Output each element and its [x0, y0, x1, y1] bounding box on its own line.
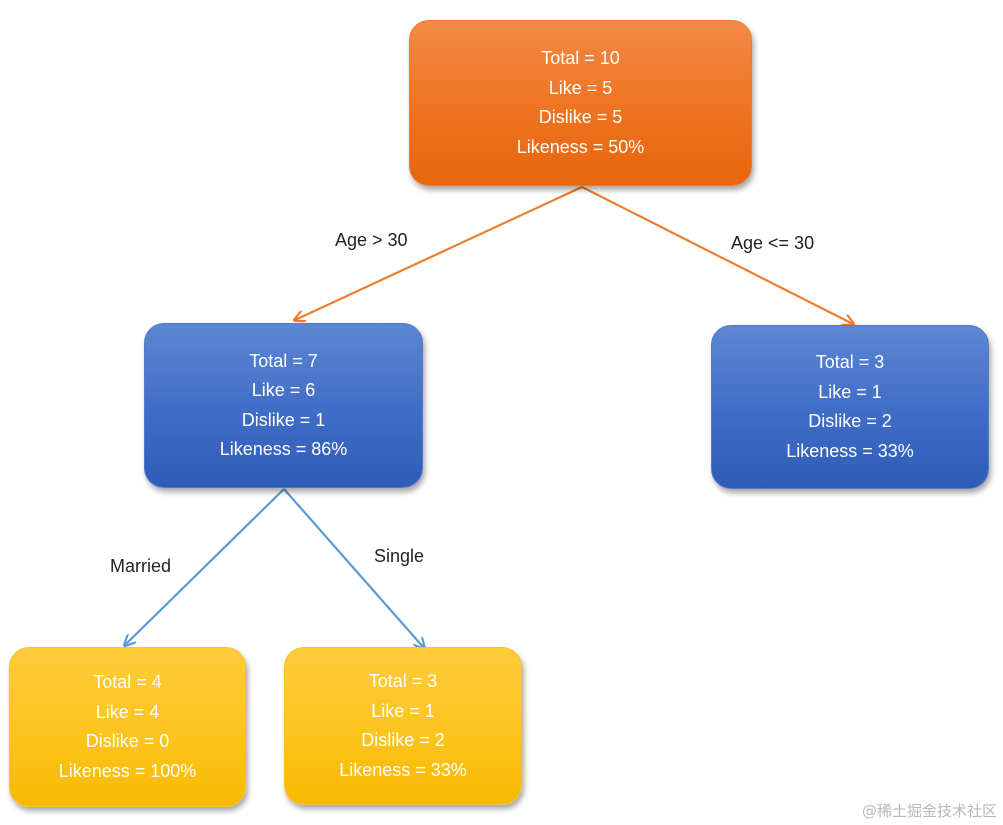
edge-root-to-age-30-or-under: [581, 186, 853, 324]
root-node: Total = 10 Like = 5 Dislike = 5 Likeness…: [409, 20, 752, 186]
edge-label-single: Single: [374, 546, 425, 566]
age-30-or-under-likeness: Likeness = 33%: [786, 440, 914, 461]
single-like: Like = 1: [371, 700, 435, 721]
age-over-30-node: Total = 7 Like = 6 Dislike = 1 Likeness …: [144, 323, 423, 488]
age-30-or-under-dislike: Dislike = 2: [808, 411, 892, 431]
age-over-30-like: Like = 6: [251, 380, 316, 400]
edge-root-to-age-over-30: [295, 186, 583, 320]
single-dislike: Dislike = 2: [361, 730, 445, 750]
watermark: @稀土掘金技术社区: [861, 802, 997, 820]
age-30-or-under-node: Total = 3 Like = 1 Dislike = 2 Likeness …: [711, 325, 989, 489]
age-30-or-under-total: Total = 3: [815, 352, 885, 372]
root-like: Like = 5: [548, 77, 613, 98]
edge-label-age-over-30: Age > 30: [335, 230, 408, 250]
age-over-30-total: Total = 7: [249, 350, 318, 371]
age-over-30-dislike: Dislike = 1: [241, 409, 326, 430]
root-likeness: Likeness = 50%: [516, 136, 645, 157]
married-dislike: Dislike = 0: [85, 731, 170, 751]
edge-age-over-30-to-single: [283, 488, 424, 648]
root-dislike: Dislike = 5: [538, 107, 623, 127]
single-total: Total = 3: [368, 671, 438, 691]
married-node: Total = 4 Like = 4 Dislike = 0 Likeness …: [9, 647, 246, 807]
single-node: Total = 3 Like = 1 Dislike = 2 Likeness …: [284, 647, 522, 805]
age-30-or-under-like: Like = 1: [818, 381, 882, 402]
single-likeness: Likeness = 33%: [339, 759, 467, 780]
edge-label-married: Married: [110, 556, 172, 576]
married-likeness: Likeness = 100%: [58, 760, 197, 781]
married-like: Like = 4: [95, 701, 160, 722]
married-total: Total = 4: [93, 672, 162, 692]
edge-label-age-30-or-under: Age <= 30: [731, 233, 815, 253]
age-over-30-likeness: Likeness = 86%: [219, 439, 348, 459]
root-total: Total = 10: [541, 48, 620, 68]
